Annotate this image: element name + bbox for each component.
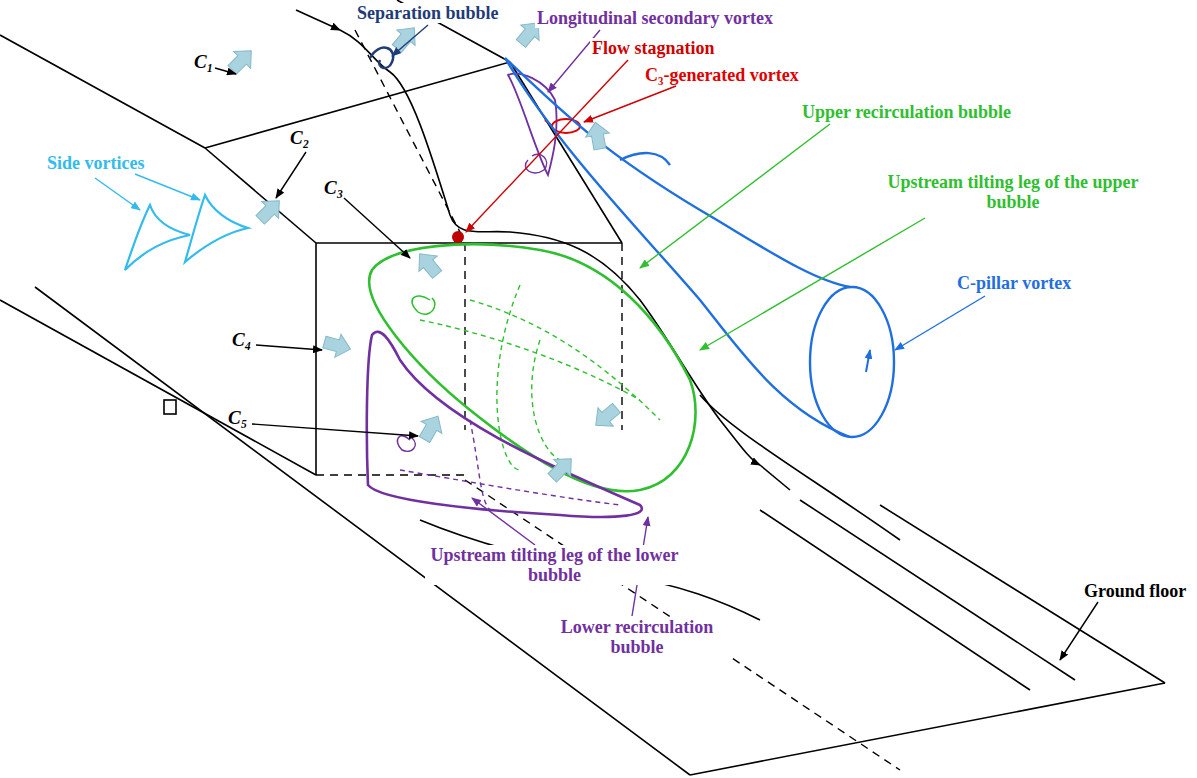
stagnation-label: Flow stagnation <box>590 38 717 58</box>
vortex-label: Longitudinal secondary vortex <box>535 8 775 28</box>
callout-number: C₅ <box>226 408 249 428</box>
bubble-label: Upstream tilting leg of the upper bubble <box>866 172 1160 212</box>
part-label: Ground floor <box>1082 581 1188 601</box>
callout-number: C₂ <box>288 128 311 148</box>
bubble-label: Upper recirculation bubble <box>800 102 1013 122</box>
callout-number: C₃ <box>322 178 345 198</box>
vortex-label: C₃-generated vortex <box>643 65 801 85</box>
callout-number: C₁ <box>192 52 215 72</box>
callout-number: C₄ <box>230 330 253 350</box>
vortex-label: Side vortices <box>45 153 146 173</box>
vortex-label: Separation bubble <box>355 3 501 23</box>
vortex-label: C-pillar vortex <box>955 273 1073 293</box>
bubble-label: Lower recirculation bubble <box>535 617 739 657</box>
bubble-label: Upstream tilting leg of the lower bubble <box>425 545 684 585</box>
